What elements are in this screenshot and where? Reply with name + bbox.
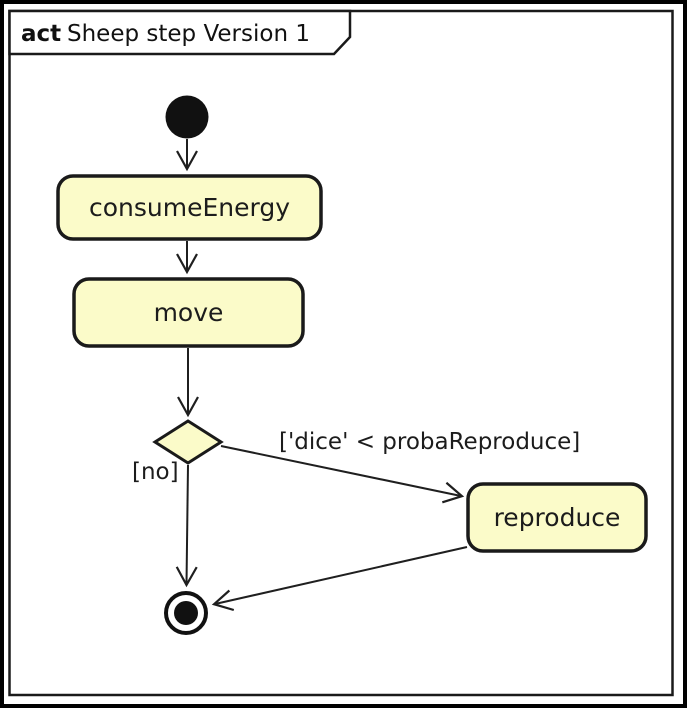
action-reproduce: [466, 482, 648, 553]
guard-label-dice: ['dice' < probaReproduce]: [279, 429, 580, 455]
action-move-label: move: [154, 298, 224, 327]
guard-label-no: [no]: [132, 459, 179, 485]
edge-decision-to-final: [175, 464, 198, 588]
action-consume-energy: [56, 174, 323, 241]
frame-title-tab: [8, 9, 352, 56]
activity-frame: [8, 9, 674, 697]
initial-node: [165, 95, 209, 139]
frame-title: Sheep step Version 1: [67, 21, 310, 47]
frame-keyword: act: [21, 21, 61, 47]
final-node-inner-dot: [174, 601, 198, 625]
decision-node: [152, 419, 224, 465]
final-node: [164, 591, 208, 635]
edge-reproduce-to-final: [211, 546, 468, 612]
action-move: [72, 277, 305, 348]
action-consume-energy-label: consumeEnergy: [89, 193, 290, 222]
action-reproduce-label: reproduce: [494, 503, 621, 532]
edge-decision-to-reproduce: [220, 445, 465, 504]
